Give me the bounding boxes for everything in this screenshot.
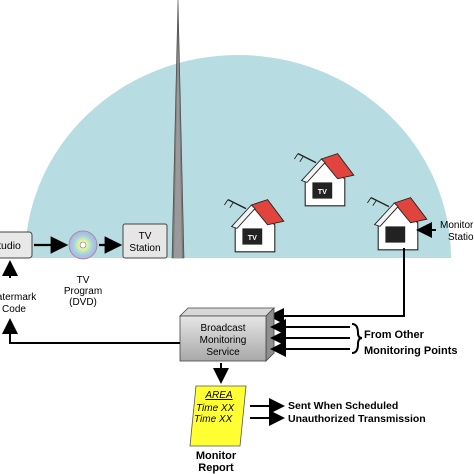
tv-station-box: TV Station	[122, 223, 168, 259]
monitor-report-line2: Report	[198, 462, 234, 474]
service-to-studio-line	[2, 318, 180, 344]
other-points-brace	[351, 323, 363, 354]
studio-box: Studio	[0, 231, 33, 259]
monitor-report-line1: Monitor	[196, 450, 237, 462]
report-title: AREA	[204, 390, 233, 401]
tv-house-mid-label: TV	[248, 233, 257, 242]
watermark-line1: Watermark	[0, 292, 37, 303]
tv-house-top-label: TV	[318, 187, 327, 196]
service-label-line2: Monitoring	[200, 335, 247, 346]
tv-tower	[171, 0, 185, 259]
service-label-line3: Service	[206, 347, 240, 358]
output-line2: Unauthorized Transmission	[288, 413, 426, 425]
station-to-service-line	[268, 248, 405, 324]
watermark-line2: Code	[2, 304, 26, 315]
other-points-line1: From Other	[364, 329, 425, 341]
report-row2: Time XX	[194, 414, 233, 425]
studio-label: Studio	[0, 240, 21, 252]
dvd-label-line2: Program	[64, 286, 102, 297]
dvd-label-line1: TV	[77, 275, 90, 286]
tv-house-icon-top: TV	[293, 152, 355, 207]
dvd-disc	[68, 230, 98, 260]
service-label-line1: Broadcast	[200, 323, 245, 334]
dvd-label-line3: (DVD)	[69, 297, 97, 308]
report-row1: Time XX	[196, 403, 235, 414]
monitoring-station-line1: Monitoring	[440, 220, 474, 231]
other-points-line2: Monitoring Points	[364, 345, 457, 357]
monitoring-station-line2: Station	[448, 232, 474, 243]
tv-house-icon-mid: TV	[223, 198, 285, 253]
tv-station-label-line1: TV	[139, 231, 152, 242]
monitor-report-card: AREA Time XX Time XX	[189, 385, 247, 447]
output-line1: Sent When Scheduled	[288, 400, 398, 412]
broadcast-monitoring-service-box: Broadcast Monitoring Service	[179, 307, 275, 362]
sky-dome	[25, 55, 451, 258]
tv-station-label-line2: Station	[129, 243, 160, 254]
